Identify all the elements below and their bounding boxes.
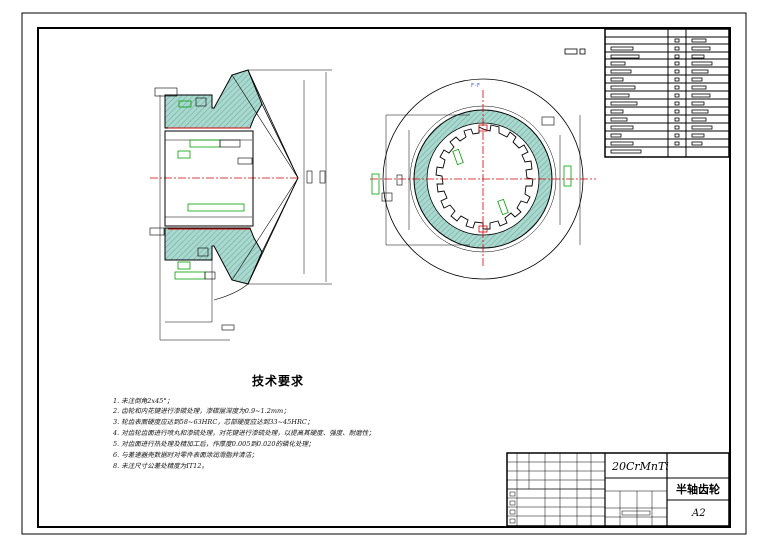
material-label: 20CrMnTi: [612, 460, 669, 473]
note-line: 4. 对齿轮齿面进行喷丸和渗硫处理，对花键进行渗硫处理，以提高其硬度、强度、耐磨…: [113, 429, 375, 437]
spline-section-view: [370, 78, 596, 280]
note-line: 8. 未注尺寸公差处精度为IT12。: [113, 462, 208, 470]
title-block: [506, 452, 730, 527]
section-label: F-F: [471, 83, 481, 89]
outer-border: [21, 12, 747, 535]
note-line: 3. 轮齿表面硬度应达到58~63HRC，芯部硬度应达到33~45HRC；: [113, 418, 314, 426]
note-line: 1. 未注倒角2x45°；: [113, 397, 174, 405]
sheet-size: A2: [692, 508, 706, 519]
parameter-table: [564, 28, 730, 158]
technical-requirements-title: 技术要求: [252, 374, 305, 388]
gear-side-section-view: [149, 69, 332, 341]
note-line: 2. 齿轮和内花键进行渗碳处理，渗碳层深度为0.9~1.2mm；: [113, 407, 290, 415]
note-line: 5. 对齿面进行热处理及精加工后，作厚度0.005到0.020的磷化处理；: [113, 440, 315, 448]
inner-border: [37, 27, 731, 528]
part-name: 半轴齿轮: [676, 483, 720, 496]
note-line: 6. 与差速器壳数据时对零件表面涂润滑脂并清洁；: [113, 451, 258, 459]
